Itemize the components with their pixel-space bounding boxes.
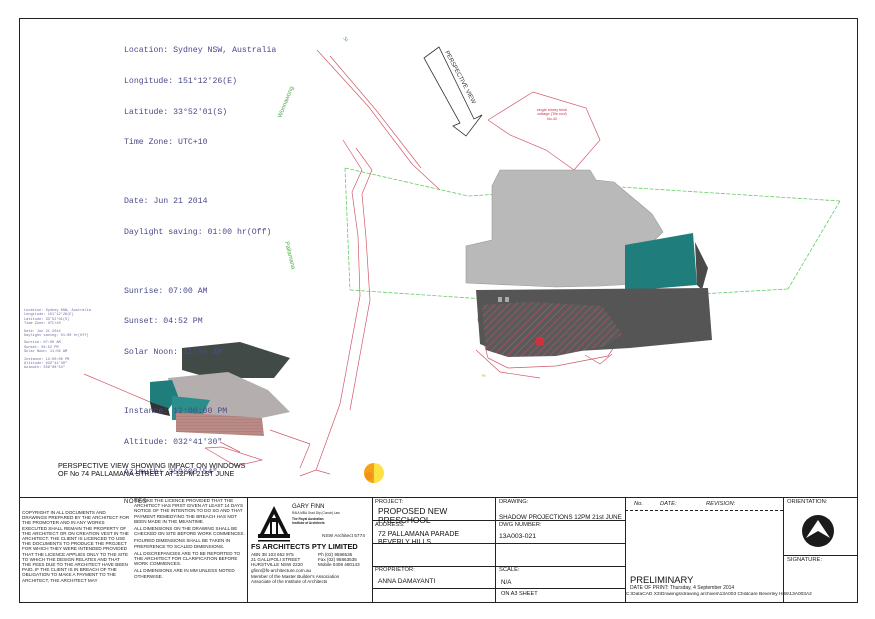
member-text: Associate of the Institute of Architects <box>251 579 328 585</box>
thumb-info-line: Azimuth: 359°08'54" <box>24 366 65 371</box>
thumb-info-line: Sunrise: 07:00 AM <box>24 341 61 346</box>
suburb-text: HURSTVILLE NSW 2220 <box>251 562 303 568</box>
thumb-info-line: Daylight saving: 01:00 hr(Off) <box>24 333 89 338</box>
phone-text: Ph (02) 9586535 <box>318 552 353 557</box>
perspective-caption: PERSPECTIVE VIEW SHOWING IMPACT ON WINDO… <box>58 462 245 478</box>
notes-discrepancies: ALL DISCREPANCIES ARE TO BE REPORTED TO … <box>134 550 241 567</box>
notes-figured-dimensions: FIGURED DIMENSIONS SHALL BE TAKEN IN PRE… <box>134 538 231 549</box>
email-text: gfinn@fs-architecture.com.au <box>251 567 312 573</box>
notes-heading: NOTES <box>124 499 148 505</box>
street-label-wonnawong: Wonnawong <box>277 86 295 119</box>
solar-noon-text: Solar Noon: 11:56 AM <box>124 347 223 357</box>
thumb-info-line: Time Zone: UTC+10 <box>24 322 61 327</box>
architect-block: GARY FINN RAIA MBA Grad Dip (Constr) Law… <box>248 498 372 603</box>
dwg-number-label: DWG NUMBER: <box>499 522 542 528</box>
altitude-text: Altitude: 032°41'30" <box>124 437 223 447</box>
raia-logo-icon <box>258 506 290 542</box>
mobile-text: Mobile 0408 480143 <box>318 562 360 568</box>
dwg-number-value: 13A003-021 <box>499 533 537 540</box>
orientation-label: ORIENTATION: <box>787 499 828 505</box>
firm-details-right: Ph (02) 9586535 Fax (02) 95863535 Mobile… <box>318 552 372 568</box>
timezone-text: Time Zone: UTC+10 <box>124 138 208 148</box>
raia-text: The Royal Australian Institute of Archit… <box>292 517 325 525</box>
revision-heading: REVISION: <box>706 501 736 507</box>
thumb-info-line: Instance: 12:00:00 PM <box>24 357 70 362</box>
solar-info-block: Location: Sydney NSW, Australia Longitud… <box>124 26 276 499</box>
thumb-info-line: Longitude: 151°12'26(E) <box>24 313 74 318</box>
street-text: 21 GALLIPOLI STREET <box>251 557 301 563</box>
notes-units: ALL DIMENSIONS ARE IN MM UNLESS NOTED OT… <box>134 568 235 579</box>
sunrise-text: Sunrise: 07:00 AM <box>124 286 208 296</box>
address-label: ADDRESS: <box>375 522 405 528</box>
daylight-text: Daylight saving: 01:00 hr(Off) <box>124 227 272 237</box>
thumb-info-line: Date: Jun 21 2014 <box>24 329 61 334</box>
proprietor-value: ANNA DAMAYANTI <box>378 578 436 585</box>
architect-name: GARY FINN <box>292 504 325 510</box>
street-label-st: St <box>341 36 349 44</box>
firm-name: FS ARCHITECTS PTY LIMITED <box>251 542 358 551</box>
longitude-text: Longitude: 151°12'26(E) <box>124 77 238 86</box>
notes-licence: REVOKE THE LICENCE PROVIDED THAT THE ARC… <box>134 498 244 524</box>
street-label-pallamana: Pallamana <box>283 241 296 271</box>
perspective-building <box>150 342 290 436</box>
print-date: DATE OF PRINT: Thursday, 4 September 201… <box>630 585 735 591</box>
memberships: Member of the Master Builder's Associati… <box>251 574 371 584</box>
latitude-text: Latitude: 33°52'01(S) <box>124 107 228 117</box>
north-arrow-icon <box>802 515 834 547</box>
svg-text:∞: ∞ <box>482 373 486 379</box>
project-value: PROPOSED NEW PRESCHOOL <box>378 506 448 525</box>
caption-line: PERSPECTIVE VIEW SHOWING IMPACT ON WINDO… <box>58 461 246 470</box>
thumb-info-line: Latitude: 33°52'01(S) <box>24 317 70 322</box>
nsw-architect: NSW Architect 5774 <box>322 534 365 539</box>
project-label: PROJECT: <box>375 499 404 505</box>
date-text: Date: Jun 21 2014 <box>124 197 208 207</box>
file-path: C:\DataCAD X3\Drawings\drawing archives\… <box>626 592 812 597</box>
thumb-info-line: Solar Noon: 11:56 AM <box>24 350 68 355</box>
firm-details-left: ABN 38 103 652 975 21 GALLIPOLI STREET H… <box>251 552 319 573</box>
scale-label: SCALE: <box>499 567 520 573</box>
drawing-label: DRAWING: <box>499 499 529 505</box>
sunset-text: Sunset: 04:52 PM <box>124 317 203 327</box>
proprietor-label: PROPRIETOR: <box>375 567 415 573</box>
perspective-solar-info: Location: Sydney NSW, Australia Longitud… <box>24 309 91 371</box>
abn-text: ABN 38 103 652 975 <box>251 552 294 557</box>
preliminary-status: PRELIMINARY <box>630 574 694 585</box>
sheet-size: ON A3 SHEET <box>501 591 538 597</box>
location-text: Location: Sydney NSW, Australia <box>124 46 277 56</box>
drawing-value: SHADOW PROJECTIONS 12PM 21st JUNE <box>499 514 622 521</box>
instance-text: Instance: 12:00:00 PM <box>124 406 228 416</box>
notes-copyright: COPYRIGHT IN ALL DOCUMENTS AND DRAWINGS … <box>22 510 130 583</box>
sun-symbol <box>364 463 384 483</box>
notes-dimensions-check: ALL DIMENSIONS ON THE DRAWING SHALL BE C… <box>134 526 245 537</box>
address-value: 72 PALLAMANA PARADE BEVERLY HILLS <box>378 531 460 546</box>
revision-date-heading: DATE: <box>660 501 677 507</box>
caption-line: OF No 74 PALLAMANA STREET AT 12PM 21ST J… <box>58 469 235 478</box>
architect-quals: RAIA MBA Grad Dip (Constr) Law <box>292 511 340 515</box>
thumb-info-line: Sunset: 04:52 PM <box>24 345 59 350</box>
sheet-border <box>19 18 858 603</box>
member-text: Member of the Master Builder's Associati… <box>251 574 340 579</box>
notes-column-2: REVOKE THE LICENCE PROVIDED THAT THE ARC… <box>134 498 246 602</box>
neighbour-label: single storey brick cottage (Tile roof) … <box>536 108 568 121</box>
thumb-info-line: Altitude: 032°41'30" <box>24 361 68 366</box>
main-building <box>465 169 712 357</box>
scale-value: N/A <box>501 579 512 586</box>
title-block: NOTES COPYRIGHT IN ALL DOCUMENTS AND DRA… <box>20 497 857 603</box>
azimuth-text: Azimuth: 359°08'54" <box>124 468 218 478</box>
revision-no-heading: No. <box>634 501 644 507</box>
fax-text: Fax (02) 95863535 <box>318 557 357 563</box>
thumb-info-line: Location: Sydney NSW, Australia <box>24 309 91 313</box>
signature-label: SIGNATURE: <box>787 557 822 563</box>
perspective-view-arrow <box>423 46 483 137</box>
